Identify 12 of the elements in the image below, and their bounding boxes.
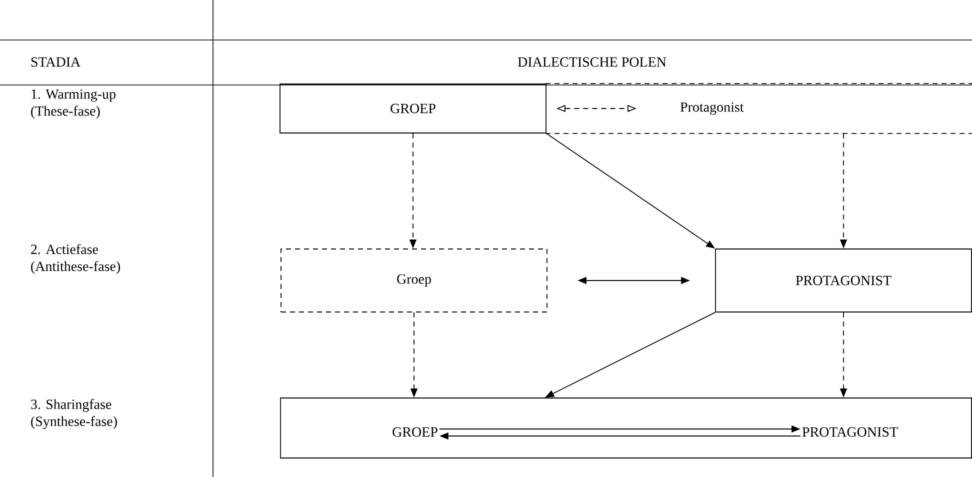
stage-label: 1. Warming-up (These-fase): [31, 89, 116, 119]
box: GROEP: [280, 84, 546, 134]
dashed-band: Protagonist: [545, 83, 972, 134]
stage-label: 2. Actiefase (Antithese-fase): [31, 244, 120, 274]
box: PROTAGONIST: [715, 248, 972, 312]
dashed-box: Groep: [280, 248, 548, 312]
node-text: GROEP: [392, 427, 438, 437]
column-header: DIALECTISCHE POLEN: [518, 57, 666, 67]
stage-label: 3. Sharingfase (Synthese-fase): [31, 399, 117, 429]
box: [280, 398, 972, 458]
column-header: STADIA: [31, 57, 81, 67]
node-text: PROTAGONIST: [802, 427, 898, 437]
